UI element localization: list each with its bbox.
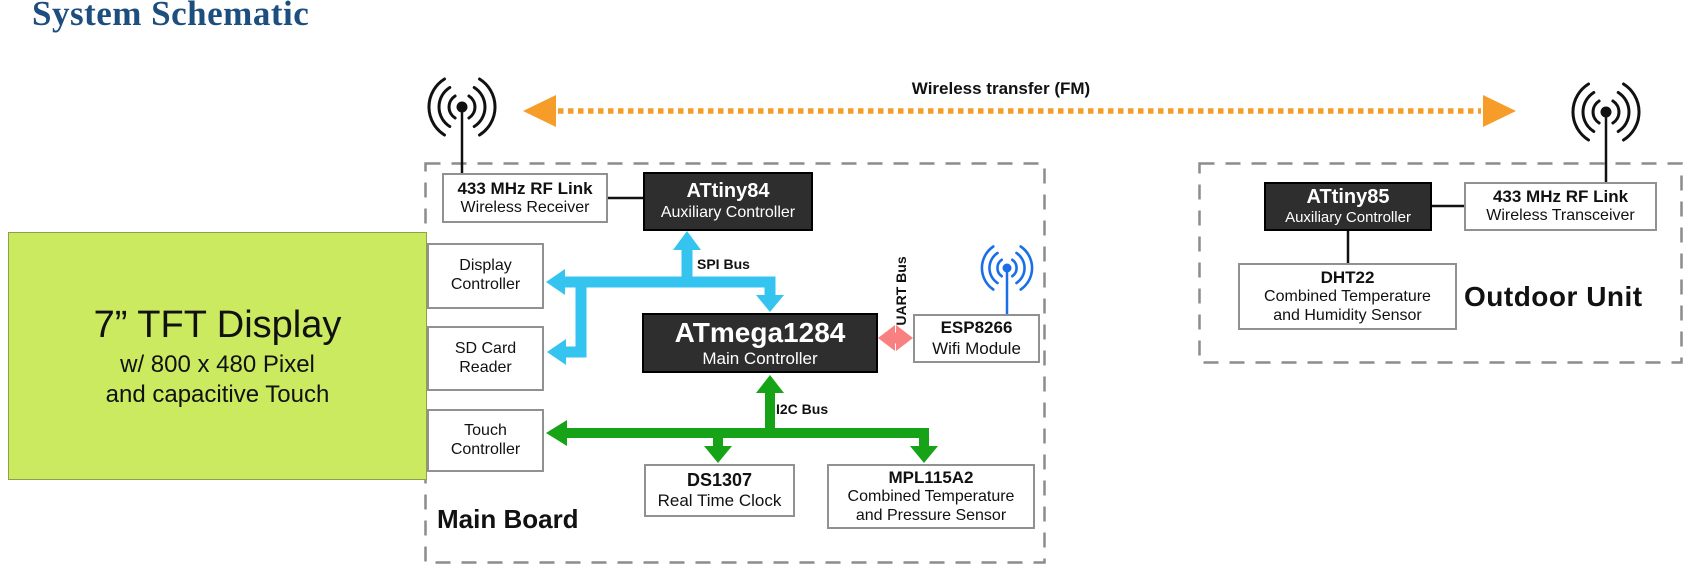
antenna-icon-receiver bbox=[427, 77, 497, 175]
uart-bus-label: UART Bus bbox=[893, 256, 909, 326]
mpl115a2-box: MPL115A2 Combined Temperature and Pressu… bbox=[827, 464, 1035, 529]
display-controller-line1: Display bbox=[459, 257, 512, 275]
rf-receiver-box: 433 MHz RF Link Wireless Receiver bbox=[442, 173, 608, 223]
connector-lines bbox=[608, 196, 1464, 263]
dht22-line2: Combined Temperature bbox=[1264, 287, 1431, 305]
wifi-antenna-icon bbox=[980, 245, 1034, 316]
tft-display-box: 7” TFT Display w/ 800 x 480 Pixel and ca… bbox=[8, 232, 427, 480]
touch-controller-line2: Controller bbox=[450, 440, 521, 458]
touch-controller-box: Touch Controller bbox=[427, 409, 544, 472]
attiny84-box: ATtiny84 Auxiliary Controller bbox=[643, 172, 813, 231]
tft-display-resolution: w/ 800 x 480 Pixel bbox=[120, 350, 315, 378]
display-controller-line2: Controller bbox=[450, 276, 521, 293]
touch-controller-line1: Touch bbox=[464, 421, 507, 439]
atmega1284-title: ATmega1284 bbox=[674, 317, 846, 349]
uart-bus-arrow bbox=[878, 325, 913, 351]
dht22-line3: and Humidity Sensor bbox=[1273, 306, 1422, 324]
attiny85-box: ATtiny85 Auxiliary Controller bbox=[1264, 182, 1432, 231]
rf-transceiver-subtitle: Wireless Transceiver bbox=[1486, 207, 1635, 225]
ds1307-subtitle: Real Time Clock bbox=[657, 491, 782, 511]
outdoor-unit-panel bbox=[1198, 162, 1683, 364]
rf-transceiver-box: 433 MHz RF Link Wireless Transceiver bbox=[1464, 182, 1657, 231]
dht22-title: DHT22 bbox=[1320, 267, 1375, 287]
i2c-bus-label: I2C Bus bbox=[776, 401, 829, 417]
rf-receiver-subtitle: Wireless Receiver bbox=[460, 198, 590, 216]
sd-card-reader-line1: SD Card bbox=[454, 339, 517, 357]
mpl115a2-line3: and Pressure Sensor bbox=[855, 506, 1007, 524]
page-title: System Schematic bbox=[32, 0, 310, 33]
esp8266-title: ESP8266 bbox=[940, 318, 1013, 338]
rf-transceiver-title: 433 MHz RF Link bbox=[1492, 187, 1629, 207]
attiny84-subtitle: Auxiliary Controller bbox=[660, 203, 796, 221]
antenna-icon-transceiver bbox=[1571, 82, 1641, 184]
wireless-link-arrow bbox=[523, 95, 1516, 127]
attiny85-title: ATtiny85 bbox=[1306, 185, 1390, 208]
esp8266-box: ESP8266 Wifi Module bbox=[913, 314, 1040, 363]
spi-bus-label: SPI Bus bbox=[697, 256, 750, 272]
dht22-box: DHT22 Combined Temperature and Humidity … bbox=[1238, 263, 1457, 330]
esp8266-subtitle: Wifi Module bbox=[932, 338, 1021, 358]
sd-card-reader-line2: Reader bbox=[459, 358, 512, 376]
main-board-panel bbox=[424, 162, 1046, 564]
atmega1284-box: ATmega1284 Main Controller bbox=[642, 313, 878, 373]
mpl115a2-line2: Combined Temperature bbox=[847, 487, 1015, 505]
tft-display-touch: and capacitive Touch bbox=[105, 380, 330, 408]
attiny85-subtitle: Auxiliary Controller bbox=[1285, 209, 1411, 227]
sd-card-reader-box: SD Card Reader bbox=[427, 326, 544, 391]
spi-bus-arrows bbox=[546, 231, 784, 365]
outdoor-unit-label: Outdoor Unit bbox=[1464, 281, 1643, 312]
main-board-label: Main Board bbox=[437, 504, 579, 534]
attiny84-title: ATtiny84 bbox=[686, 180, 770, 203]
ds1307-box: DS1307 Real Time Clock bbox=[644, 464, 795, 517]
i2c-bus-arrows bbox=[546, 375, 938, 463]
mpl115a2-title: MPL115A2 bbox=[888, 467, 974, 487]
tft-display-title: 7” TFT Display bbox=[93, 303, 342, 346]
wireless-transfer-label: Wireless transfer (FM) bbox=[911, 79, 1091, 98]
atmega1284-subtitle: Main Controller bbox=[702, 349, 818, 369]
ds1307-title: DS1307 bbox=[686, 469, 753, 490]
display-controller-box: Display Controller bbox=[427, 243, 544, 309]
rf-receiver-title: 433 MHz RF Link bbox=[457, 178, 593, 198]
